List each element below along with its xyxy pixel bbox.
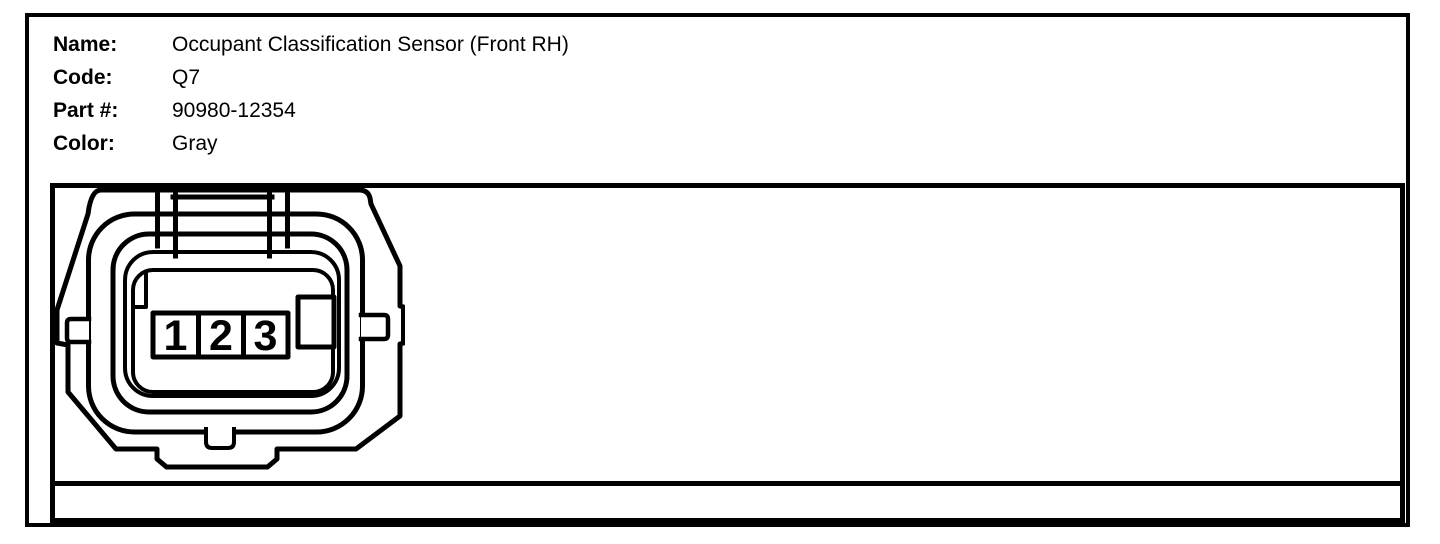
color-label: Color: [53, 132, 115, 155]
pin-2-label: 2 [209, 312, 233, 360]
cavity-key-slot [133, 270, 148, 309]
keying-block [295, 294, 337, 350]
header-row-code: Code: Q7 [53, 65, 200, 91]
seal-ring-middle [110, 231, 350, 415]
header-row-part-number: Part #: 90980-12354 [53, 98, 296, 124]
page-border [25, 13, 1410, 527]
seal-ring-inner [123, 250, 341, 398]
code-value: Q7 [172, 66, 201, 89]
part-number-value: 90980-12354 [172, 99, 296, 122]
left-wing-tab [64, 316, 92, 345]
pin-3-label: 3 [254, 312, 278, 360]
table-row-divider [55, 481, 1400, 486]
part-number-label: Part #: [53, 99, 119, 122]
pin-row [150, 310, 291, 360]
code-label: Code: [53, 66, 113, 89]
connector-face-diagram: 1 2 3 [55, 187, 405, 470]
right-wing-tab [358, 312, 391, 342]
header-row-name: Name: Occupant Classification Sensor (Fro… [53, 32, 569, 58]
bottom-notch [204, 427, 236, 450]
header-row-color: Color: Gray [53, 131, 218, 157]
connector-body-outline [55, 187, 405, 470]
name-label: Name: [53, 33, 118, 56]
name-value: Occupant Classification Sensor (Front RH… [172, 33, 569, 56]
pin-1-label: 1 [164, 312, 188, 360]
color-value: Gray [172, 132, 218, 155]
